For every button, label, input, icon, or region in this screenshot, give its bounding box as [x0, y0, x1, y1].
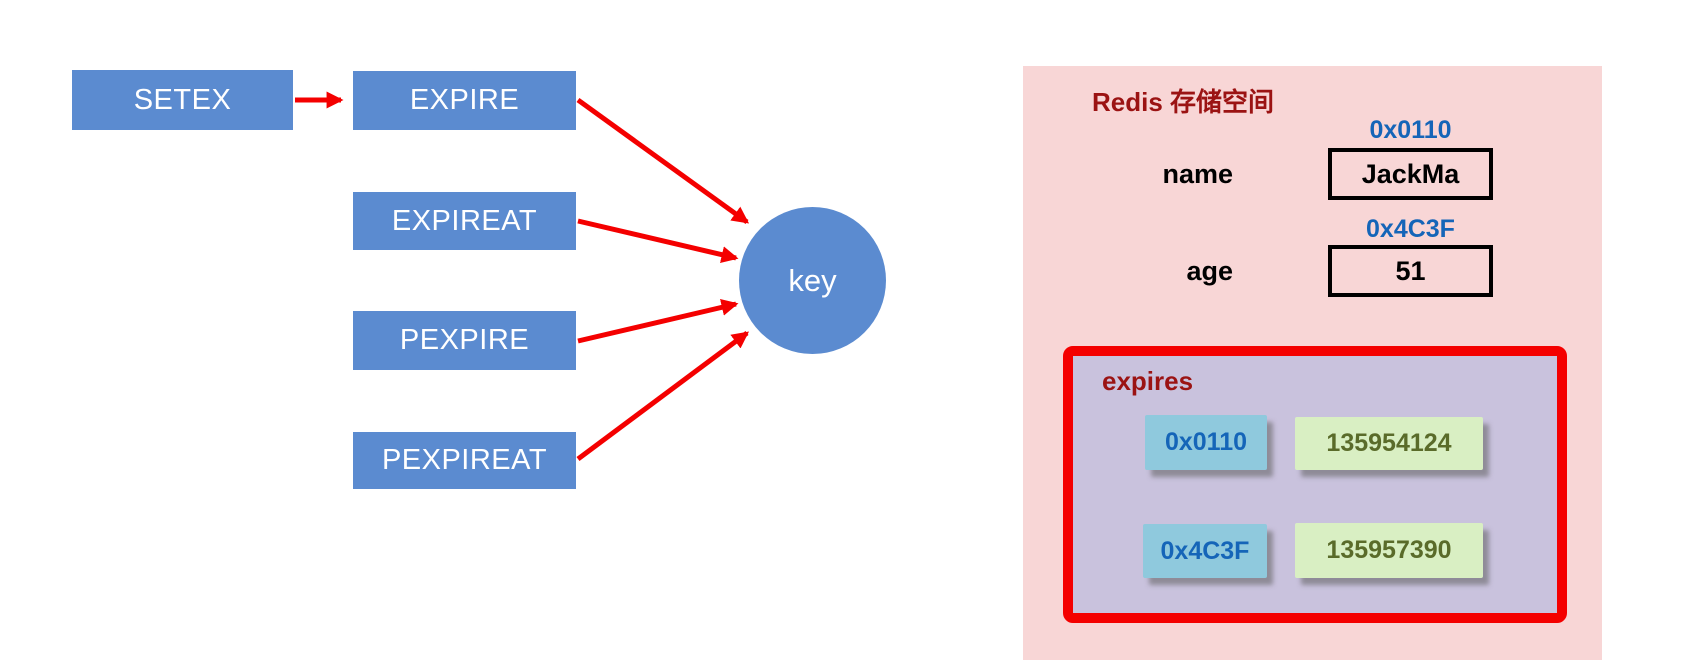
value-box-name: JackMa: [1328, 148, 1493, 200]
command-box-pexpire: PEXPIRE: [353, 311, 576, 370]
expires-timestamp-chip: 135957390: [1295, 523, 1483, 578]
expires-title: expires: [1102, 366, 1194, 396]
expires-table: expires 0x0110 135954124 0x4C3F 13595739…: [1063, 346, 1567, 623]
arrow-pexpire-to-key: [577, 299, 739, 344]
command-box-expire: EXPIRE: [353, 71, 576, 130]
command-label: PEXPIRE: [399, 324, 530, 356]
key-node: key: [739, 207, 886, 354]
command-box-pexpireat: PEXPIREAT: [353, 432, 576, 489]
chip-text: 0x0110: [1164, 428, 1248, 456]
command-box-setex: SETEX: [72, 70, 293, 130]
entry-key-age: age: [1186, 256, 1233, 286]
expires-address-chip: 0x4C3F: [1143, 524, 1267, 578]
command-label: EXPIRE: [409, 84, 520, 116]
expires-timestamp-chip: 135954124: [1295, 417, 1483, 470]
chip-text: 0x4C3F: [1160, 536, 1250, 565]
chip-text: 135957390: [1326, 536, 1452, 564]
redis-storage-panel: Redis 存储空间 0x0110 JackMa name 0x4C3F 51 …: [1023, 66, 1602, 660]
address-label-name: 0x0110: [1369, 116, 1452, 144]
chip-text: 135954124: [1326, 429, 1452, 457]
entry-key-name: name: [1162, 159, 1233, 189]
value-text: 51: [1395, 255, 1426, 286]
command-box-expireat: EXPIREAT: [353, 192, 576, 250]
key-label: key: [788, 262, 837, 298]
address-label-age: 0x4C3F: [1366, 215, 1455, 243]
value-box-age: 51: [1328, 245, 1493, 297]
arrow-expire-to-key: [576, 97, 750, 225]
panel-title: Redis 存储空间: [1092, 87, 1275, 117]
arrow-pexpireat-to-key: [576, 330, 750, 462]
expires-address-chip: 0x0110: [1145, 415, 1267, 470]
arrow-expireat-to-key: [577, 218, 739, 263]
value-text: JackMa: [1361, 158, 1460, 189]
command-label: PEXPIREAT: [381, 444, 548, 476]
command-label: SETEX: [133, 83, 232, 116]
command-label: EXPIREAT: [391, 204, 538, 237]
